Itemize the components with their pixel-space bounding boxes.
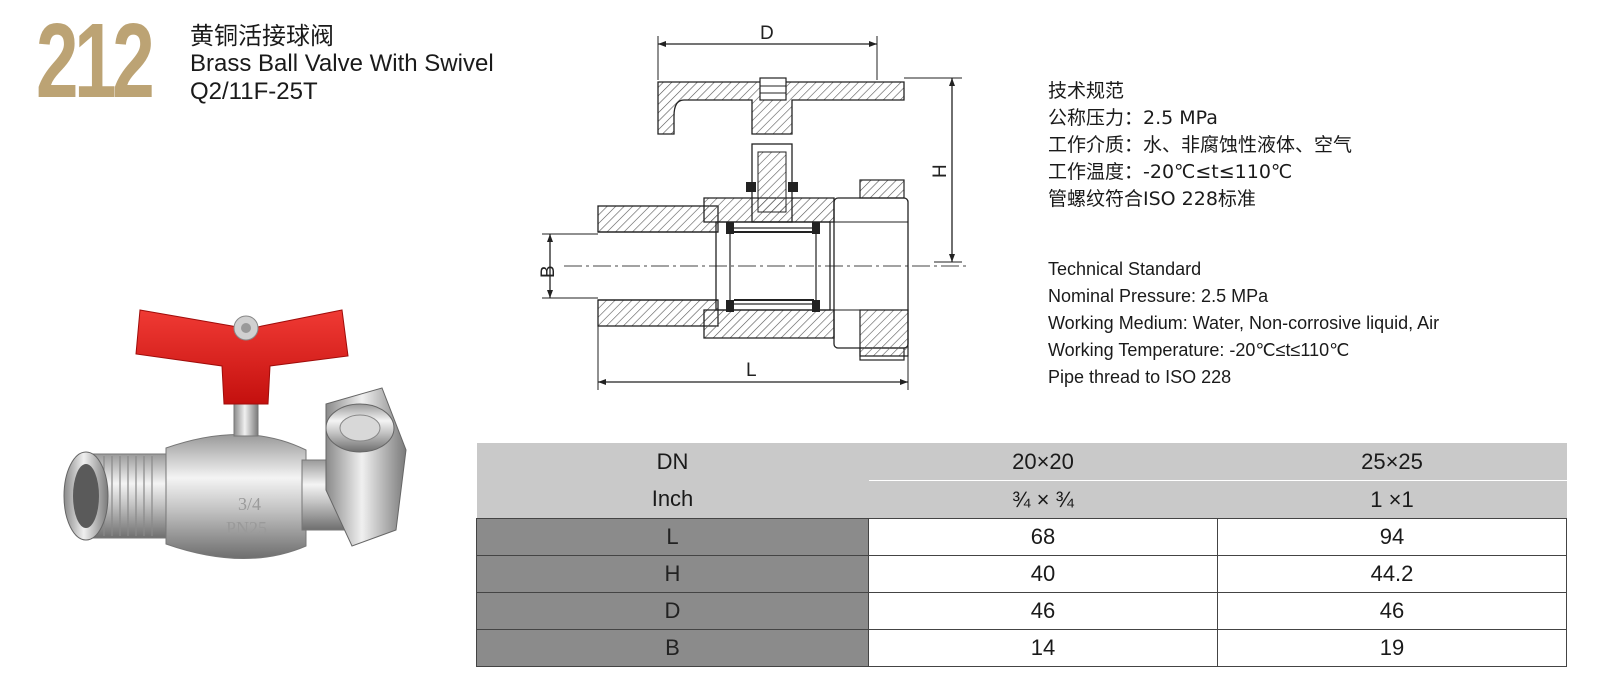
dim-label-h: H <box>930 164 951 178</box>
dim-label-b: B <box>538 265 559 278</box>
table-header-row: DN 20×20 25×25 <box>476 443 1567 481</box>
spec-en-temperature: Working Temperature: -20℃≤t≤110℃ <box>1048 340 1350 360</box>
spec-cn-temperature: 工作温度：-20℃≤t≤110℃ <box>1048 161 1293 183</box>
model-number: 212 <box>36 2 155 120</box>
table-header-cell: Inch <box>476 480 869 519</box>
product-title-cn: 黄铜活接球阀 <box>190 22 334 50</box>
specs-en: Technical Standard Nominal Pressure: 2.5… <box>1048 256 1439 391</box>
spec-cn-pressure: 公称压力：2.5 MPa <box>1048 107 1218 129</box>
spec-en-pressure: Nominal Pressure: 2.5 MPa <box>1048 286 1269 306</box>
product-photo: 3/4 PN25 <box>63 309 407 559</box>
table-cell: 40 <box>868 555 1218 593</box>
table-cell: 19 <box>1217 629 1567 667</box>
table-cell: 14 <box>868 629 1218 667</box>
spec-cn-thread: 管螺纹符合ISO 228标准 <box>1048 188 1256 210</box>
specs-cn: 技术规范 公称压力：2.5 MPa 工作介质：水、非腐蚀性液体、空气 工作温度：… <box>1048 78 1352 213</box>
technical-drawing: D H B L <box>538 23 966 390</box>
table-row: D 46 46 <box>476 592 1567 630</box>
spec-en-heading: Technical Standard <box>1048 259 1202 279</box>
table-row: L 68 94 <box>476 518 1567 556</box>
table-row: B 14 19 <box>476 629 1567 667</box>
dim-label-l: L <box>746 360 757 381</box>
table-header-cell: 20×20 <box>868 443 1218 481</box>
photo-marking-pressure: PN25 <box>226 518 267 538</box>
table-cell: 68 <box>868 518 1218 556</box>
table-cell-key: B <box>476 629 869 667</box>
photo-marking-size: 3/4 <box>238 494 261 514</box>
table-cell-key: H <box>476 555 869 593</box>
table-header-cell: 25×25 <box>1217 443 1567 481</box>
spec-cn-medium: 工作介质：水、非腐蚀性液体、空气 <box>1048 134 1353 156</box>
table-cell: 44.2 <box>1217 555 1567 593</box>
spec-cn-heading: 技术规范 <box>1048 80 1125 102</box>
table-cell-key: L <box>476 518 869 556</box>
product-code: Q2/11F-25T <box>190 78 318 105</box>
table-cell: 46 <box>1217 592 1567 630</box>
product-title-block: 黄铜活接球阀 Brass Ball Valve With Swivel Q2/1… <box>190 22 494 106</box>
table-header-cell: DN <box>476 443 869 481</box>
table-header-row: Inch ¾ × ¾ 1 ×1 <box>476 480 1567 519</box>
table-cell: 94 <box>1217 518 1567 556</box>
table-header-cell: ¾ × ¾ <box>868 480 1218 519</box>
table-row: H 40 44.2 <box>476 555 1567 593</box>
spec-en-thread: Pipe thread to ISO 228 <box>1048 367 1232 387</box>
table-header-cell: 1 ×1 <box>1217 480 1567 519</box>
spec-en-medium: Working Medium: Water, Non-corrosive liq… <box>1048 313 1440 333</box>
table-cell-key: D <box>476 592 869 630</box>
dim-label-d: D <box>760 23 774 44</box>
dimension-table: DN 20×20 25×25 Inch ¾ × ¾ 1 ×1 L 68 94 H… <box>476 443 1567 667</box>
table-cell: 46 <box>868 592 1218 630</box>
product-title-en: Brass Ball Valve With Swivel <box>190 50 494 77</box>
